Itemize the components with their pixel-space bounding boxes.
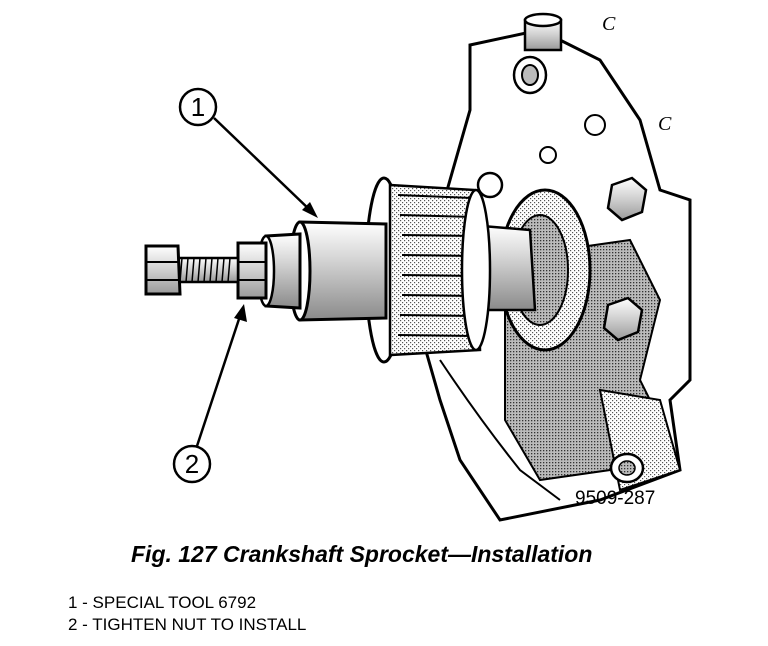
callout-2-number: 2: [185, 449, 199, 479]
figure-part-number: 9509-287: [575, 488, 655, 509]
install-nut: [236, 241, 268, 300]
corner-mark-right: C: [658, 113, 672, 135]
crankshaft-sprocket-illustration: 1 2 C C 9509-287: [144, 12, 692, 522]
threaded-bolt: [144, 244, 240, 296]
legend-item-2: 2 - TIGHTEN NUT TO INSTALL: [68, 615, 307, 634]
legend-item-1: 1 - SPECIAL TOOL 6792: [68, 593, 257, 612]
callout-1-number: 1: [191, 92, 205, 122]
callout-1: 1: [178, 87, 318, 218]
corner-mark-top: C: [602, 13, 616, 35]
bolt-head-lower: [602, 296, 644, 342]
figure-caption: Fig. 127 Crankshaft Sprocket—Installatio…: [131, 541, 593, 567]
special-tool-6792: [256, 220, 388, 322]
callout-2: 2: [172, 304, 247, 484]
bolt-head-upper: [606, 176, 648, 222]
figure-legend: 1 - SPECIAL TOOL 6792 2 - TIGHTEN NUT TO…: [68, 592, 306, 636]
